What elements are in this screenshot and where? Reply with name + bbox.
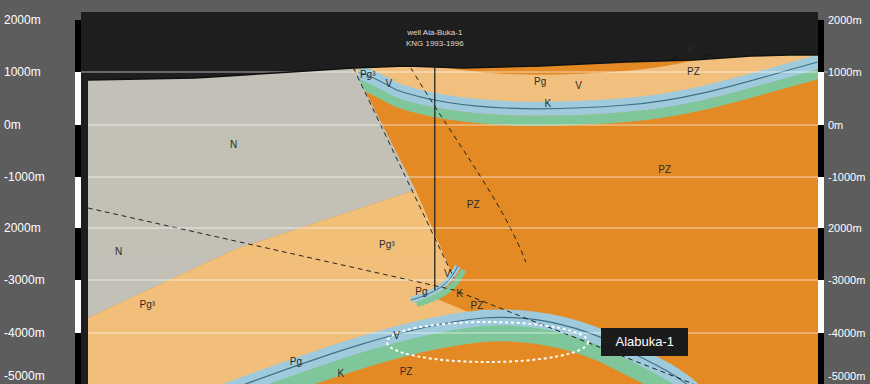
unit-label: K <box>338 369 345 379</box>
depth-bar <box>75 20 824 384</box>
unit-label: V <box>444 269 451 279</box>
unit-label: PZ <box>467 200 480 210</box>
unit-label: V <box>393 331 400 341</box>
depth-label: -4000m <box>828 328 865 339</box>
unit-label: K <box>688 45 695 55</box>
target-ellipse <box>387 322 588 362</box>
unit-label: PZ <box>687 67 700 77</box>
depth-label: -5000m <box>4 370 45 382</box>
depth-label: -3000m <box>4 274 45 286</box>
unit-label: Pg³ <box>360 70 376 80</box>
depth-label: 1000m <box>828 67 862 78</box>
unit-label: K <box>545 99 552 109</box>
depth-label: 2000m <box>4 222 41 234</box>
depth-label: 2000m <box>4 14 41 26</box>
pg3-layer <box>88 190 483 384</box>
unit-label: Pg³ <box>379 240 395 250</box>
unit-label: Pg <box>415 287 427 297</box>
unit-label: K <box>456 289 463 299</box>
unit-label: V <box>575 81 582 91</box>
unit-label: PZ <box>658 165 671 175</box>
depth-label: -5000m <box>828 371 865 382</box>
well-callout-box: Alabuka-1 <box>601 328 688 356</box>
unit-label: Pg³ <box>140 300 156 310</box>
unit-label: Pg <box>534 77 546 87</box>
depth-label: -1000m <box>4 171 45 183</box>
depth-label: 0m <box>4 119 21 131</box>
depth-label: -3000m <box>828 275 865 286</box>
unit-label: N <box>230 140 237 150</box>
unit-label: N <box>115 247 122 257</box>
depth-label: -1000m <box>828 172 865 183</box>
well-date: KNG 1993-1996 <box>406 40 464 48</box>
surface-line <box>88 55 818 80</box>
unit-label: PZ <box>400 367 413 377</box>
unit-label: PZ <box>471 301 484 311</box>
depth-label: -4000m <box>4 327 45 339</box>
depth-label: 1000m <box>4 66 41 78</box>
well-trace <box>434 60 435 290</box>
unit-label: Pg <box>290 357 302 367</box>
depth-label: 2000m <box>828 223 862 234</box>
unit-label: V <box>385 79 392 89</box>
callout-text: Alabuka-1 <box>615 334 674 350</box>
well-name: well Ala-Buka-1 <box>407 29 462 37</box>
depth-label: 0m <box>828 120 843 131</box>
depth-label: 2000m <box>828 15 862 26</box>
